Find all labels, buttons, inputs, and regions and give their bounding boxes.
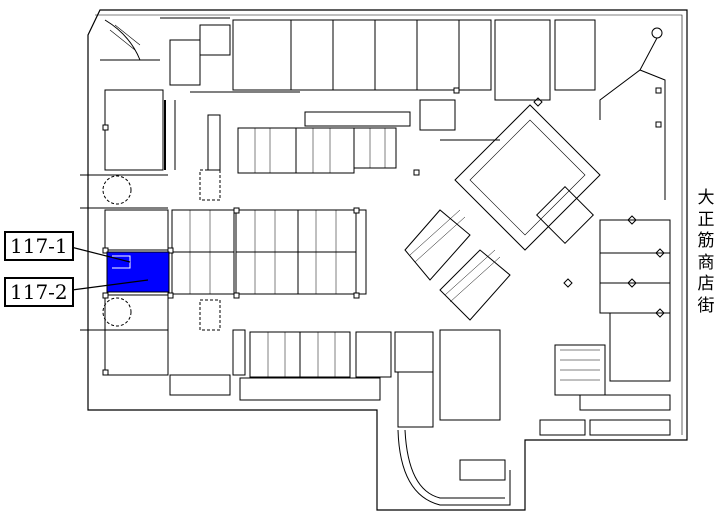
street-char: 正	[697, 209, 715, 230]
leader-117-2	[71, 279, 149, 291]
left-shops	[102, 89, 221, 376]
bottom-shops	[169, 329, 434, 401]
street-char: 街	[697, 295, 715, 316]
label-117-1-text: 117-1	[10, 234, 68, 258]
leader-117-1	[66, 245, 131, 263]
diagonal-block	[404, 27, 666, 321]
street-char: 店	[697, 274, 715, 294]
right-shops	[533, 97, 671, 436]
label-117-1: 117-1	[4, 231, 74, 261]
top-shops	[160, 17, 596, 101]
middle-shops	[237, 99, 456, 174]
central-grid	[171, 209, 367, 295]
label-117-2: 117-2	[4, 277, 74, 307]
label-117-2-text: 117-2	[10, 280, 68, 304]
street-char: 商	[697, 252, 715, 273]
lower-centre	[397, 329, 511, 506]
street-char: 筋	[697, 231, 715, 251]
street-char: 大	[697, 188, 715, 208]
building-outline	[87, 9, 688, 511]
street-name-vertical: 大 正 筋 商 店 街	[695, 188, 717, 317]
